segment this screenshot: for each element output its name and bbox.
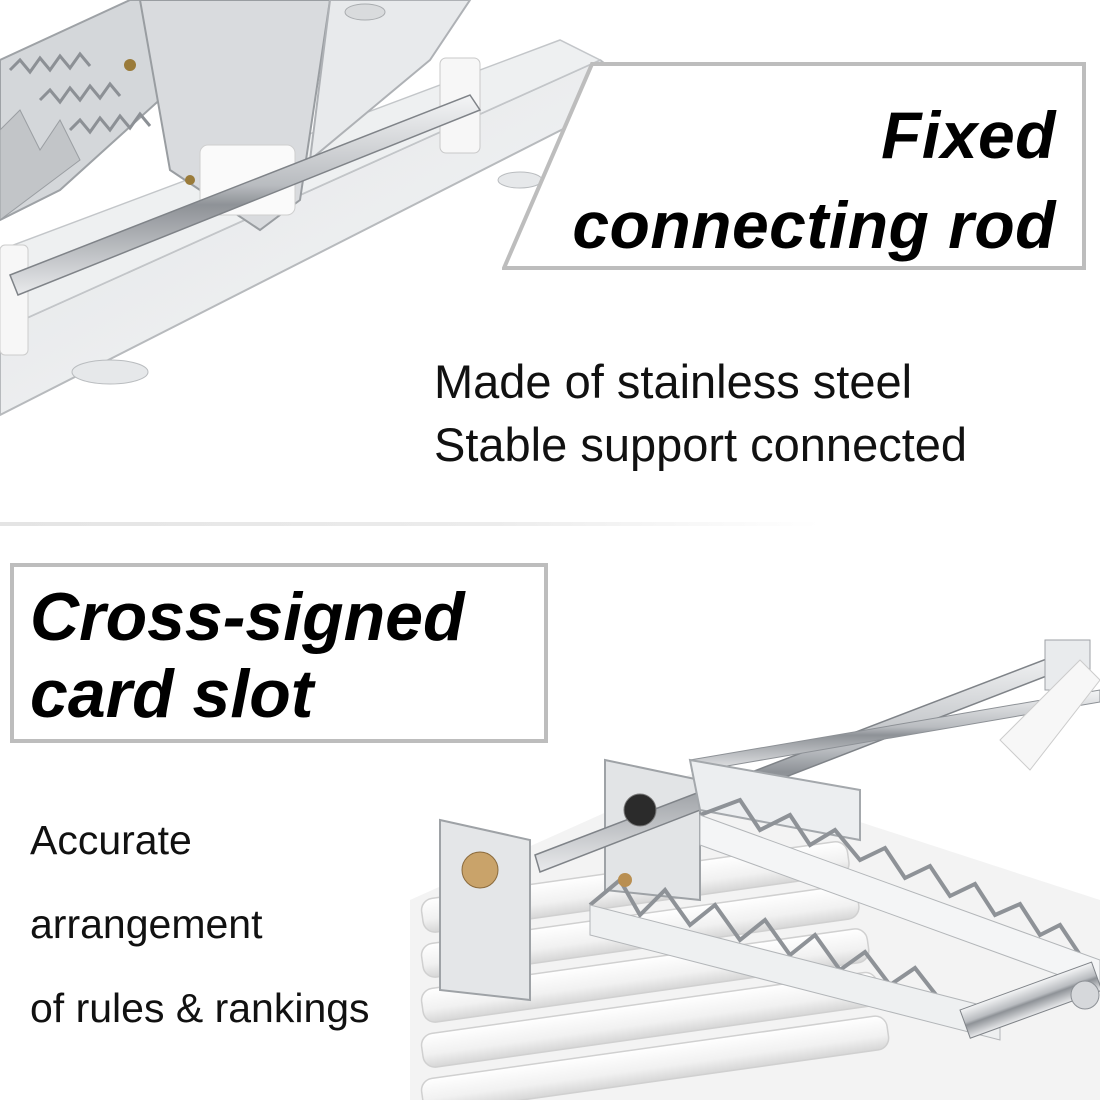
bottom-feature-text: Accurate arrangement of rules & rankings bbox=[30, 808, 370, 1060]
top-title: Fixed connecting rod bbox=[572, 90, 1056, 270]
bottom-title-line-2: card slot bbox=[30, 656, 314, 732]
top-title-line-1: Fixed bbox=[881, 98, 1056, 172]
top-feature-line-1: Made of stainless steel bbox=[434, 355, 913, 408]
top-title-frame-border bbox=[502, 62, 1086, 270]
top-title-frame: Fixed connecting rod bbox=[502, 62, 1086, 270]
bottom-title-frame: Cross-signed card slot bbox=[10, 563, 548, 743]
bottom-title-line-1: Cross-signed bbox=[30, 579, 465, 655]
top-title-line-2: connecting rod bbox=[572, 188, 1056, 262]
bottom-feature-line-1: Accurate bbox=[30, 817, 192, 863]
bottom-machine-illustration bbox=[410, 639, 1100, 1100]
section-divider bbox=[0, 522, 820, 526]
bottom-feature-line-2: arrangement bbox=[30, 901, 263, 947]
top-feature-line-2: Stable support connected bbox=[434, 418, 968, 471]
top-feature-text: Made of stainless steel Stable support c… bbox=[434, 350, 967, 476]
top-machine-illustration bbox=[0, 0, 642, 417]
bottom-feature-line-3: of rules & rankings bbox=[30, 985, 370, 1031]
bottom-title: Cross-signed card slot bbox=[30, 579, 465, 733]
